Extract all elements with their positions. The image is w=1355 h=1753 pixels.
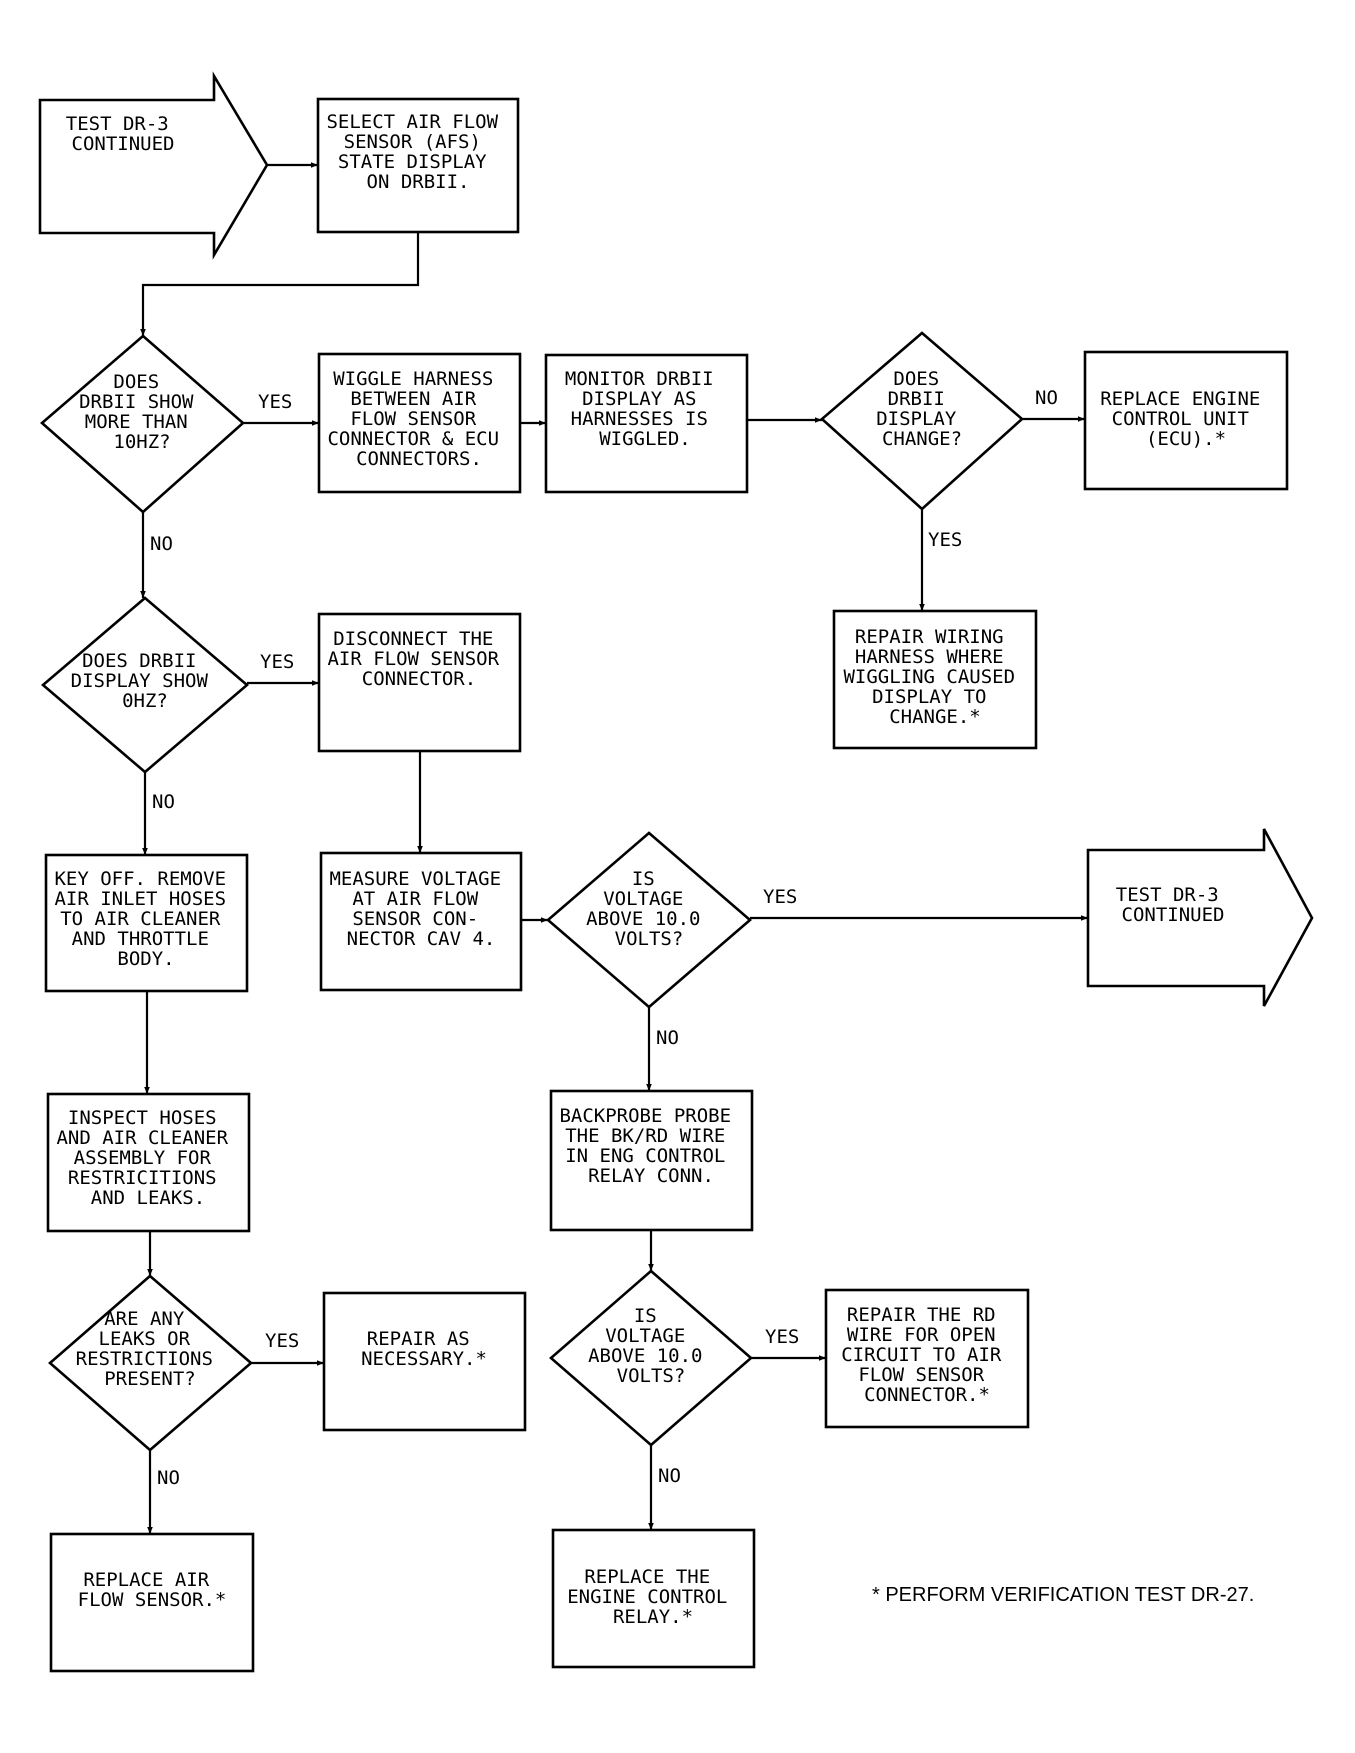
repair-as-necessary-text: REPAIR AS NECESSARY.* xyxy=(361,1328,487,1370)
disconnect-connector-text: DISCONNECT THE AIR FLOW SENSOR CONNECTOR… xyxy=(327,628,510,690)
end-connector-arrow xyxy=(1086,828,1314,1007)
verification-footnote: * PERFORM VERIFICATION TEST DR-27. xyxy=(872,1584,1255,1606)
q-voltage-above-10-first-text: IS VOLTAGE ABOVE 10.0 VOLTS? xyxy=(586,868,712,950)
edge-label-qv1-yes: YES xyxy=(763,886,797,908)
disconnect-connector-box xyxy=(317,612,522,753)
monitor-display-text: MONITOR DRBII DISPLAY AS HARNESSES IS WI… xyxy=(565,368,725,450)
edge-label-q1-no: NO xyxy=(150,533,173,555)
q-voltage-above-10-second-text: IS VOLTAGE ABOVE 10.0 VOLTS? xyxy=(588,1305,714,1387)
replace-afs-box xyxy=(49,1532,255,1673)
end-connector-text: TEST DR-3 CONTINUED xyxy=(1116,884,1230,926)
edge-label-q1-yes: YES xyxy=(258,391,292,413)
key-off-text: KEY OFF. REMOVE AIR INLET HOSES TO AIR C… xyxy=(54,868,237,970)
edge-select-to-q1 xyxy=(140,232,420,336)
inspect-hoses-text: INSPECT HOSES AND AIR CLEANER ASSEMBLY F… xyxy=(56,1107,239,1209)
q-more-than-10hz-text: DOES DRBII SHOW MORE THAN 10HZ? xyxy=(79,371,205,453)
edge-label-q0hz-yes: YES xyxy=(260,651,294,673)
inspect-hoses-box xyxy=(46,1092,251,1233)
repair-rd-wire-box xyxy=(824,1288,1030,1429)
backprobe-box xyxy=(549,1089,754,1232)
repair-wiring-box xyxy=(832,609,1038,750)
repair-wiring-text: REPAIR WIRING HARNESS WHERE WIGGLING CAU… xyxy=(843,626,1026,728)
edge-label-qleaks-yes: YES xyxy=(265,1330,299,1352)
edge-label-qv2-yes: YES xyxy=(765,1326,799,1348)
measure-voltage-text: MEASURE VOLTAGE AT AIR FLOW SENSOR CON- … xyxy=(329,868,512,950)
q-leaks-present-text: ARE ANY LEAKS OR RESTRICTIONS PRESENT? xyxy=(76,1308,225,1390)
edge-label-qleaks-no: NO xyxy=(157,1467,180,1489)
select-afs-box xyxy=(316,97,520,234)
edge-label-qv1-no: NO xyxy=(656,1027,679,1049)
wiggle-harness-box xyxy=(317,352,522,494)
start-connector-arrow xyxy=(38,71,269,260)
start-connector-text: TEST DR-3 CONTINUED xyxy=(66,113,180,155)
select-afs-text: SELECT AIR FLOW SENSOR (AFS) STATE DISPL… xyxy=(326,111,509,193)
key-off-box xyxy=(44,853,249,993)
replace-ecu-box xyxy=(1083,350,1289,491)
replace-relay-box xyxy=(551,1528,756,1669)
q-display-change-text: DOES DRBII DISPLAY CHANGE? xyxy=(876,368,968,450)
q-display-0hz-text: DOES DRBII DISPLAY SHOW 0HZ? xyxy=(71,650,220,712)
replace-ecu-text: REPLACE ENGINE CONTROL UNIT (ECU).* xyxy=(1100,388,1272,450)
edge-label-qchange-yes: YES xyxy=(928,529,962,551)
wiggle-harness-text: WIGGLE HARNESS BETWEEN AIR FLOW SENSOR C… xyxy=(327,368,510,470)
replace-relay-text: REPLACE THE ENGINE CONTROL RELAY.* xyxy=(567,1566,739,1628)
repair-as-necessary-box xyxy=(322,1291,527,1432)
replace-afs-text: REPLACE AIR FLOW SENSOR.* xyxy=(78,1569,227,1611)
edge-label-qchange-no: NO xyxy=(1035,387,1058,409)
repair-rd-wire-text: REPAIR THE RD WIRE FOR OPEN CIRCUIT TO A… xyxy=(841,1304,1013,1406)
backprobe-text: BACKPROBE PROBE THE BK/RD WIRE IN ENG CO… xyxy=(559,1105,742,1187)
edge-label-qv2-no: NO xyxy=(658,1465,681,1487)
edge-label-q0hz-no: NO xyxy=(152,791,175,813)
